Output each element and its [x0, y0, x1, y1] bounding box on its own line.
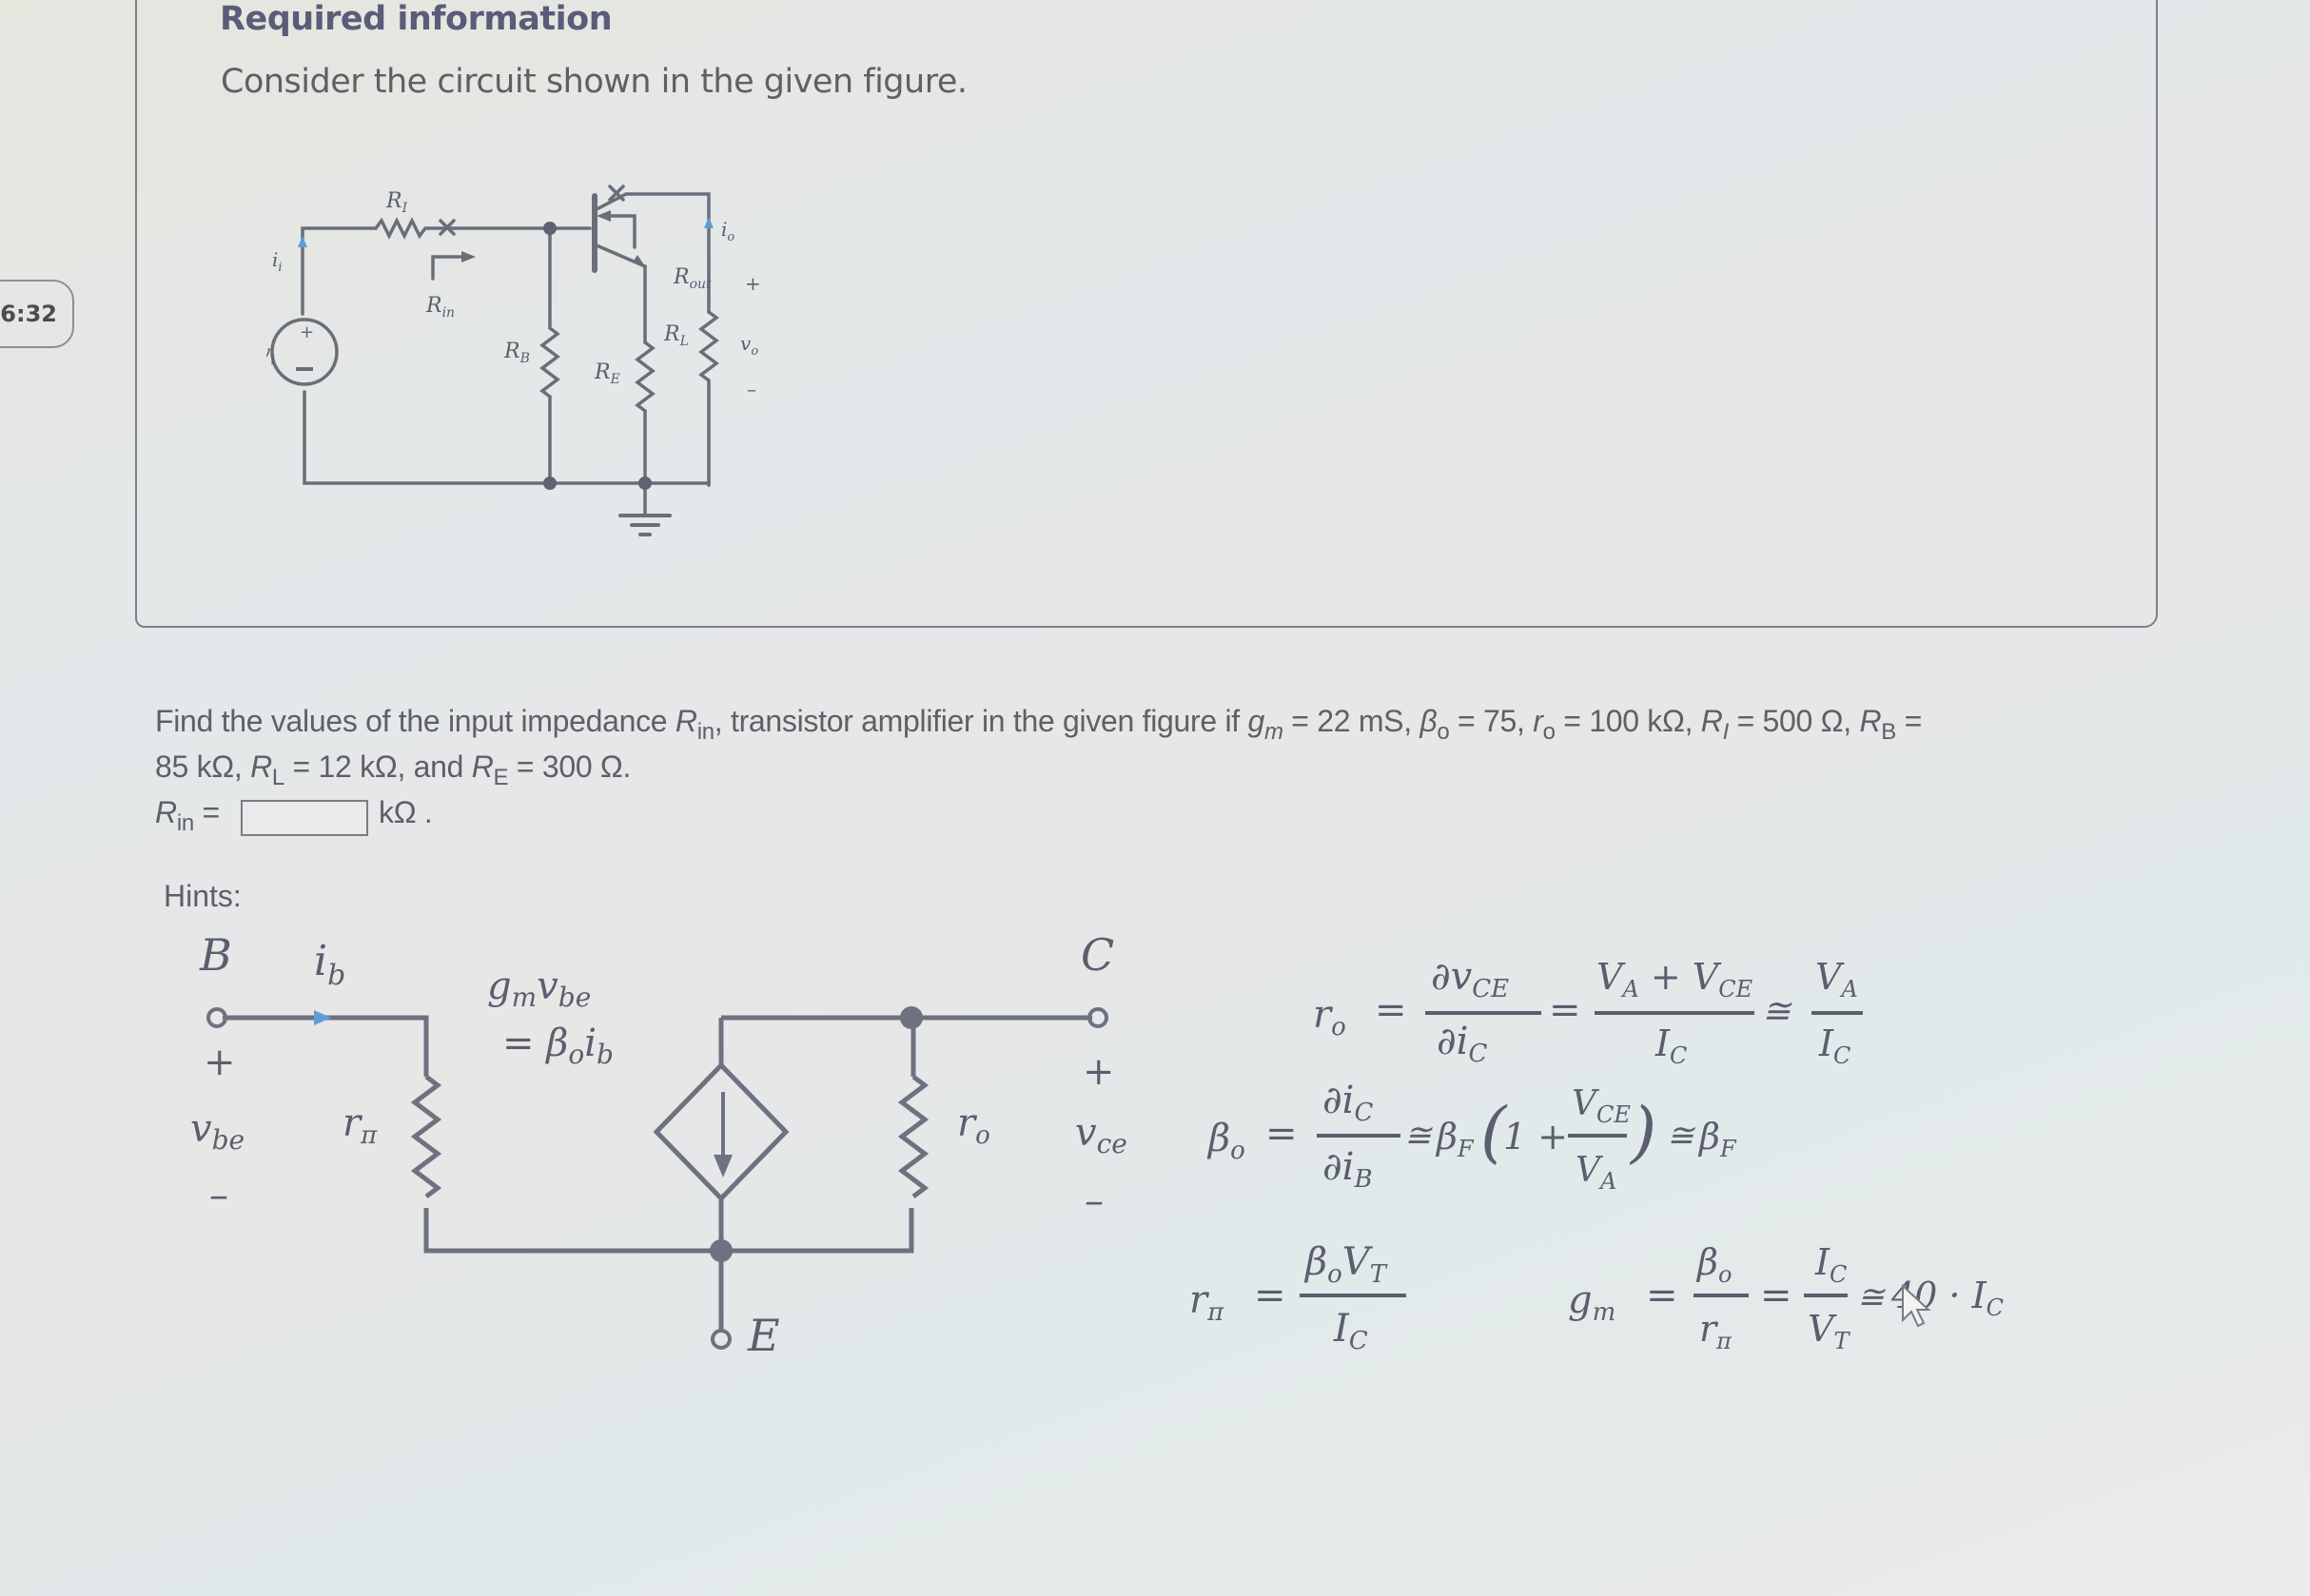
svg-text:∂iC: ∂iC: [1322, 1079, 1373, 1127]
svg-text:βF: βF: [1697, 1116, 1737, 1162]
label-io: io: [721, 218, 734, 244]
label-rb: RB: [503, 340, 530, 366]
svg-text:(: (: [1480, 1093, 1508, 1171]
label-vce: vce: [1075, 1111, 1127, 1159]
svg-text:1 +: 1 +: [1503, 1116, 1568, 1158]
svg-text:∂iC: ∂iC: [1437, 1020, 1487, 1068]
question-line-1: Find the values of the input impedance R…: [155, 704, 1922, 745]
source-plus: +: [300, 322, 314, 342]
formula-ro: ro = ∂vCE ∂iC = VA + VCE IC ≅ VA IC: [1313, 955, 1863, 1069]
svg-text:=: =: [1254, 1274, 1286, 1317]
svg-text:≅: ≅: [1762, 992, 1792, 1031]
label-ri: RI: [385, 189, 408, 216]
vce-plus: +: [1083, 1050, 1115, 1094]
vce-minus: –: [1085, 1179, 1104, 1223]
answer-label: R: [155, 795, 177, 829]
answer-row: Rin =: [155, 795, 220, 836]
required-info-intro: Consider the circuit shown in the given …: [221, 63, 968, 101]
svg-text:∂iB: ∂iB: [1322, 1145, 1373, 1194]
question-line-2: 85 kΩ, RL = 12 kΩ, and RE = 300 Ω.: [155, 749, 632, 790]
label-rout: Rout: [673, 265, 712, 292]
label-emitter-e: E: [747, 1310, 780, 1361]
required-info-title: Required information: [220, 0, 613, 38]
vo-plus: +: [745, 272, 761, 295]
mouse-cursor-icon: [1902, 1283, 1931, 1328]
label-rin: Rin: [425, 294, 455, 321]
label-base-b: B: [199, 929, 232, 981]
svg-text:=: =: [1760, 1274, 1792, 1317]
svg-text:=: =: [1265, 1112, 1298, 1156]
svg-text:IC: IC: [1333, 1307, 1368, 1355]
svg-text:=: =: [1646, 1274, 1678, 1317]
svg-text:βo: βo: [1206, 1117, 1245, 1165]
svg-text:VA + VCE: VA + VCE: [1596, 956, 1753, 1002]
label-rpi: rπ: [343, 1101, 378, 1150]
label-re: RE: [594, 360, 620, 387]
svg-text:=: =: [1549, 988, 1581, 1032]
label-beta-ib: = βoib: [502, 1022, 614, 1070]
svg-text:βF: βF: [1435, 1116, 1475, 1162]
hybrid-pi-model-figure: B ib + vbe – rπ gmvbe = βoib ro C + vce …: [190, 929, 1127, 1361]
answer-unit: kΩ .: [379, 795, 433, 829]
svg-text:rπ: rπ: [1699, 1308, 1732, 1354]
vo-minus: –: [747, 378, 756, 400]
label-vo: vo: [740, 332, 758, 359]
svg-text:≅: ≅: [1667, 1117, 1695, 1155]
label-vi: vi: [266, 341, 275, 368]
svg-text:∂vCE: ∂vCE: [1431, 955, 1509, 1003]
svg-text:VCE: VCE: [1572, 1084, 1631, 1128]
required-info-card: [135, 0, 2158, 628]
formula-block: ro = ∂vCE ∂iC = VA + VCE IC ≅ VA IC βo =…: [1189, 955, 2004, 1355]
svg-text:gm: gm: [1568, 1278, 1615, 1327]
svg-text:≅: ≅: [1857, 1278, 1886, 1316]
svg-text:≅: ≅: [1404, 1117, 1433, 1155]
svg-text:VA: VA: [1576, 1151, 1616, 1195]
svg-text:VT: VT: [1808, 1308, 1850, 1354]
label-rl: RL: [663, 322, 689, 349]
label-ro: ro: [957, 1101, 990, 1150]
svg-text:IC: IC: [1654, 1022, 1687, 1069]
label-ib: ib: [314, 937, 345, 992]
svg-text:βoVT: βoVT: [1303, 1240, 1388, 1289]
formula-beta: βo = ∂iC ∂iB ≅ βF ( 1 + VCE VA ) ≅ βF: [1206, 1079, 1737, 1195]
amplifier-circuit-figure: + vi ii RI Rin RB RE Rout RL io vo + –: [266, 185, 761, 536]
svg-text:ro: ro: [1313, 993, 1346, 1041]
vbe-plus: +: [204, 1041, 236, 1084]
label-ii: ii: [272, 248, 283, 275]
timer-badge: 56:32: [0, 280, 74, 348]
svg-text:IC: IC: [1818, 1022, 1850, 1069]
label-vbe: vbe: [190, 1107, 245, 1156]
rin-answer-input[interactable]: [241, 800, 368, 836]
svg-text:VA: VA: [1815, 956, 1858, 1002]
svg-text:βo: βo: [1695, 1241, 1732, 1288]
svg-text:rπ: rπ: [1189, 1278, 1224, 1327]
timer-value: 56:32: [0, 301, 57, 327]
vbe-minus: –: [209, 1174, 228, 1217]
label-gm-vbe: gmvbe: [487, 964, 591, 1013]
formula-rpi: rπ = βoVT IC: [1189, 1240, 1406, 1355]
svg-text:=: =: [1375, 988, 1407, 1032]
hints-label: Hints:: [164, 879, 242, 913]
formula-gm: gm = βo rπ = IC VT ≅ 40 · IC: [1568, 1241, 2004, 1354]
label-collector-c: C: [1081, 929, 1114, 981]
svg-text:IC: IC: [1814, 1241, 1847, 1288]
svg-text:): ): [1629, 1093, 1656, 1171]
